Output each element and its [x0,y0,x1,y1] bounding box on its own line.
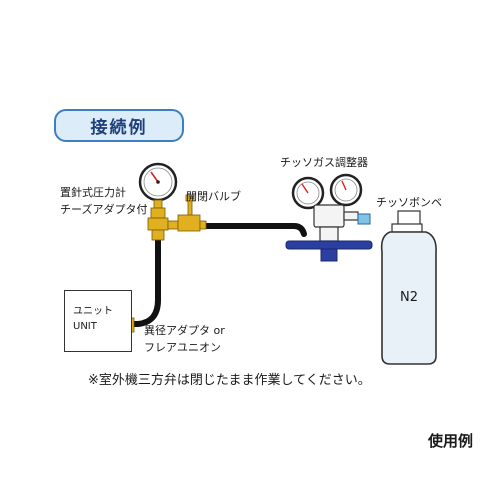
gauge-label-1: 置針式圧力計 [60,186,126,199]
hose-to-regulator [197,223,307,237]
unit-label-en: UNIT [73,321,97,332]
adapter-label-1: 異径アダプタ or [144,324,225,337]
outdoor-unit: ユニット UNIT [64,290,132,352]
cylinder-label: チッソボンベ [376,196,442,209]
tee-adapter [147,207,179,241]
gauge-label-2: チーズアダプタ付 [60,203,148,216]
nitrogen-cylinder [380,210,437,365]
warning-note: ※室外機三方弁は閉じたまま作業してください。 [88,373,371,388]
adapter-label-2: フレアユニオン [144,341,221,354]
title-badge: 接続例 [54,109,184,142]
unit-label-ja: ユニット [73,306,113,317]
pressure-gauge [138,162,178,209]
nitrogen-regulator [285,173,373,262]
title-text: 接続例 [90,118,148,138]
valve-label: 開閉バルブ [186,190,241,203]
regulator-label: チッソガス調整器 [280,156,368,169]
hose-to-unit [127,235,161,327]
shutoff-valve [177,194,207,232]
usage-example-caption: 使用例 [428,432,474,450]
cylinder-mark: N2 [400,290,418,305]
